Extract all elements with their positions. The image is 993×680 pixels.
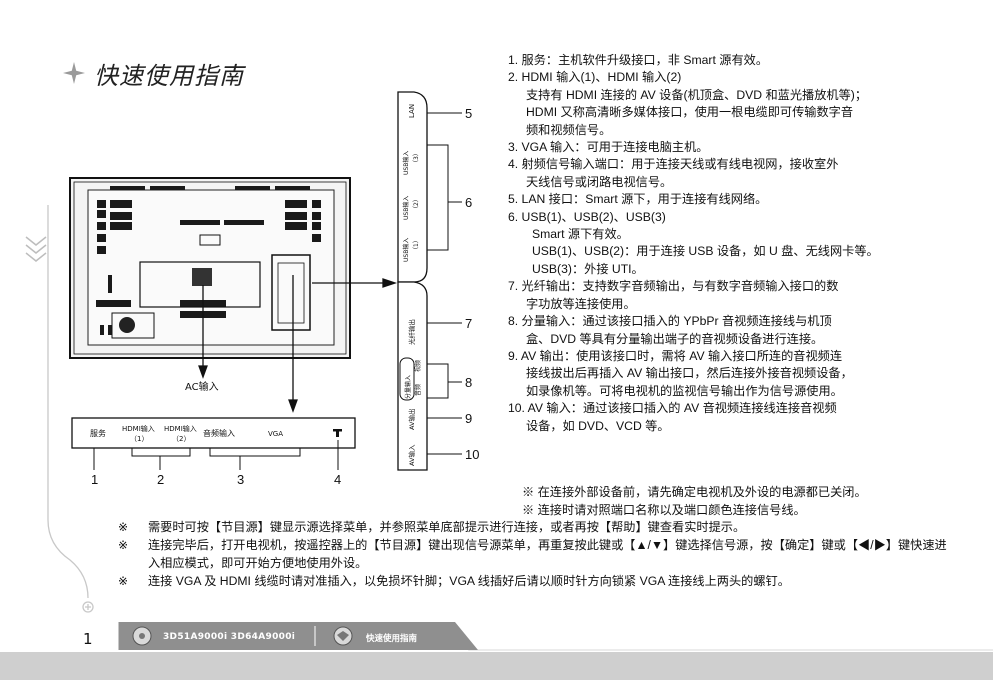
component-input-label: 分量输入: [404, 375, 412, 399]
note-text: 连接完毕后，打开电视机，按遥控器上的【节目源】键出现信号源菜单，再重复按此键或【…: [148, 538, 947, 570]
callout-4: 4: [334, 472, 341, 487]
list-item: 7. 光纤输出：支持数字音频输出，与有数字音频输入接口的数: [508, 279, 839, 294]
list-item: 4. 射频信号输入端口：用于连接天线或有线电视网，接收室外: [508, 157, 839, 172]
callout-10: 10: [465, 447, 479, 462]
note-item: ※ 在连接外部设备前，请先确定电视机及外设的电源都已关闭。: [522, 485, 867, 499]
callout-2: 2: [157, 472, 164, 487]
list-item: 5. LAN 接口：Smart 源下，用于连接有线网络。: [508, 192, 768, 207]
bottom-callout-lines: [93, 440, 339, 470]
list-item: USB(1)、USB(2)：用于连接 USB 设备，如 U 盘、无线网卡等。: [532, 244, 879, 259]
note-mark: ※: [118, 574, 129, 588]
hdmi2-port-index: （2）: [172, 435, 190, 443]
list-item: 接线拔出后再插入 AV 输出接口，然后连接外接音视频设备，: [526, 366, 853, 381]
list-item: 字功放等连接使用。: [526, 296, 636, 311]
callout-5: 5: [465, 106, 472, 121]
audio-sub-label: 音频: [414, 384, 422, 396]
decorative-margin-line: [47, 205, 94, 613]
note-item: ※ 需要时可按【节目源】键显示源选择菜单，并参照菜单底部提示进行连接，或者再按【…: [118, 518, 948, 536]
list-item: 9. AV 输出：使用该接口时，需将 AV 输入接口所连的音视频连: [508, 348, 843, 363]
tv-back-drawing: [69, 177, 351, 359]
av-input-label: AV输入: [407, 444, 416, 466]
callout-3: 3: [237, 472, 244, 487]
footer-bar: [0, 622, 993, 680]
section-name: 快速使用指南: [366, 634, 418, 644]
model-numbers: 3D51A9000i 3D64A9000i: [163, 632, 296, 642]
list-item: 支持有 HDMI 连接的 AV 设备(机顶盒、DVD 和蓝光播放机等)；: [526, 87, 868, 102]
connection-notes: ※ 在连接外部设备前，请先确定电视机及外设的电源都已关闭。 ※ 连接时请对照端口…: [522, 483, 867, 519]
side-callout-lines: [427, 112, 462, 455]
side-port-panel-lower: 光纤输出 分量输入 视频 音频 AV输出 AV输入: [397, 281, 428, 471]
chevron-down-icon: [25, 236, 47, 262]
callout-7: 7: [465, 316, 472, 331]
connector-arrows: [198, 275, 398, 413]
list-item: 8. 分量输入：通过该接口插入的 YPbPr 音视频连接线与机顶: [508, 314, 832, 329]
side-port-panel-upper: LAN USB输入 （3） USB输入 （2） USB输入 （1）: [397, 91, 428, 283]
port-description-list: 1. 服务：主机软件升级接口，非 Smart 源有效。 2. HDMI 输入(1…: [508, 52, 978, 435]
list-item: 1. 服务：主机软件升级接口，非 Smart 源有效。: [508, 53, 769, 67]
list-item: 10. AV 输入：通过该接口插入的 AV 音视频连接线连接音视频: [508, 401, 837, 416]
note-item: ※ 连接 VGA 及 HDMI 线缆时请对准插入，以免损坏针脚；VGA 线插好后…: [118, 572, 948, 590]
callout-8: 8: [465, 375, 472, 390]
optical-output-label: 光纤输出: [407, 319, 416, 345]
list-item: 频和视频信号。: [526, 122, 612, 137]
usb3-port-index: （3）: [413, 150, 420, 166]
video-sub-label: 视频: [414, 360, 422, 372]
page-title: 快速使用指南: [94, 61, 244, 90]
bottom-port-panel: 服务 HDMI输入 （1） HDMI输入 （2） 音频输入 VGA: [71, 417, 356, 449]
list-item: 3. VGA 输入：可用于连接电脑主机。: [508, 140, 709, 155]
list-item: HDMI 又称高清晰多媒体接口，使用一根电缆即可传输数字音: [526, 105, 854, 120]
callout-1: 1: [91, 472, 98, 487]
list-item: 2. HDMI 输入(1)、HDMI 输入(2): [508, 70, 682, 85]
callout-9: 9: [465, 411, 472, 426]
usb3-port-label: USB输入: [402, 151, 410, 175]
audio-input-port-label: 音频输入: [203, 428, 235, 438]
note-mark: ※: [118, 520, 129, 534]
list-item: 盒、DVD 等具有分量输出端子的音视频设备进行连接。: [526, 331, 824, 346]
four-point-star-icon: [63, 62, 85, 84]
usage-notes: ※ 需要时可按【节目源】键显示源选择菜单，并参照菜单底部提示进行连接，或者再按【…: [118, 518, 948, 590]
usb2-port-label: USB输入: [402, 196, 410, 220]
list-item: 如录像机等。可将电视机的监视信号输出作为信号源使用。: [526, 383, 843, 398]
service-port-label: 服务: [90, 428, 106, 438]
note-item: ※ 连接完毕后，打开电视机，按遥控器上的【节目源】键出现信号源菜单，再重复按此键…: [118, 536, 948, 572]
list-item: Smart 源下有效。: [532, 227, 629, 242]
ac-input-label: AC输入: [185, 380, 219, 393]
list-item: USB(3)：外接 UTI。: [532, 261, 644, 276]
page-number: 1: [83, 630, 93, 648]
hdmi1-port-label: HDMI输入: [122, 424, 155, 433]
usb2-port-index: （2）: [413, 196, 420, 212]
note-text: 连接 VGA 及 HDMI 线缆时请对准插入，以免损坏针脚；VGA 线插好后请以…: [148, 574, 790, 588]
note-item: ※ 连接时请对照端口名称以及端口颜色连接信号线。: [522, 503, 806, 517]
callout-6: 6: [465, 195, 472, 210]
list-item: 设备，如 DVD、VCD 等。: [526, 418, 670, 433]
usb1-port-label: USB输入: [402, 238, 410, 262]
guide-book-icon: [333, 626, 353, 646]
page-title-area: 快速使用指南: [62, 56, 244, 90]
hdmi1-port-index: （1）: [130, 435, 148, 443]
antenna-port-icon: [333, 429, 342, 437]
vga-port-label: VGA: [268, 430, 283, 438]
usb1-port-index: （1）: [413, 237, 420, 253]
av-output-label: AV输出: [407, 409, 416, 430]
list-item: 6. USB(1)、USB(2)、USB(3): [508, 209, 666, 224]
hdmi2-port-label: HDMI输入: [164, 424, 197, 433]
lan-port-label: LAN: [408, 104, 416, 118]
note-text: 需要时可按【节目源】键显示源选择菜单，并参照菜单底部提示进行连接，或者再按【帮助…: [148, 520, 746, 534]
disc-icon: [132, 626, 152, 646]
note-mark: ※: [118, 538, 129, 552]
list-item: 天线信号或闭路电视信号。: [526, 174, 673, 189]
